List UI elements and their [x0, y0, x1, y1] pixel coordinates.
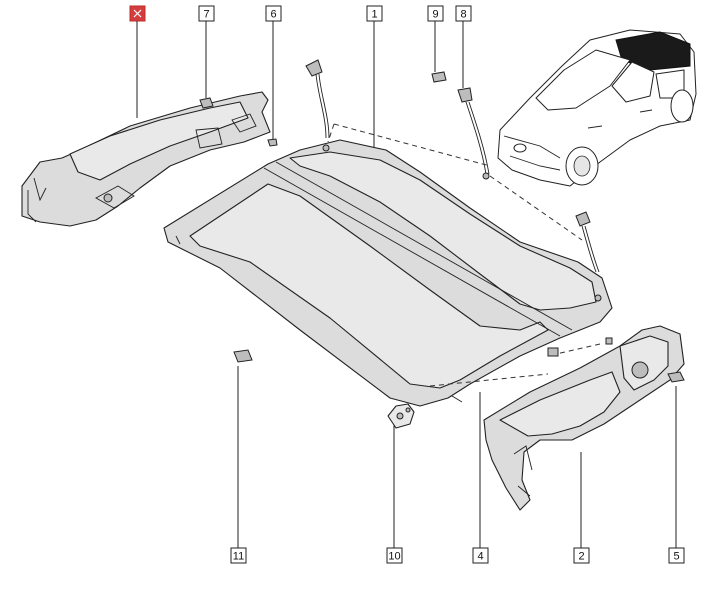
callout-1[interactable]: 1 — [366, 5, 383, 152]
callout-5[interactable]: 5 — [668, 386, 685, 564]
callout-9-label: 9 — [432, 9, 438, 21]
callout-2-label: 2 — [578, 551, 584, 563]
callout-7-label: 7 — [203, 9, 209, 21]
callout-9[interactable]: 9 — [427, 5, 444, 72]
callout-7[interactable]: 7 — [198, 5, 215, 98]
clip-11[interactable] — [233, 349, 253, 363]
left-trim-panel[interactable] — [21, 91, 271, 227]
clip-7[interactable] — [199, 97, 214, 109]
callout-4[interactable]: 4 — [472, 392, 489, 564]
callout-8[interactable]: 8 — [455, 5, 472, 88]
screw-6[interactable] — [267, 138, 278, 147]
callout-11-label: 11 — [233, 551, 244, 563]
callout-red[interactable] — [129, 5, 146, 118]
callout-4-label: 4 — [477, 551, 483, 563]
callout-2[interactable]: 2 — [573, 452, 590, 564]
assembly-lines — [327, 123, 601, 387]
right-trim-panel[interactable] — [483, 325, 685, 511]
callout-6-label: 6 — [270, 9, 276, 21]
callout-1-label: 1 — [371, 9, 377, 21]
parcel-shelf[interactable] — [163, 139, 613, 407]
vehicle-illustration — [497, 29, 697, 187]
callout-11[interactable]: 11 — [230, 366, 247, 564]
support-cord-left[interactable] — [305, 59, 330, 139]
callout-10[interactable]: 10 — [386, 424, 403, 564]
callout-10-label: 10 — [388, 551, 400, 563]
support-cord-right[interactable] — [575, 211, 600, 273]
fastener-9[interactable] — [431, 71, 447, 83]
support-cord-8[interactable] — [457, 87, 490, 180]
callout-8-label: 8 — [460, 9, 466, 21]
callout-5-label: 5 — [673, 551, 679, 563]
callout-6[interactable]: 6 — [265, 5, 282, 140]
clip-5[interactable] — [667, 371, 685, 383]
bracket-10[interactable] — [387, 403, 415, 429]
